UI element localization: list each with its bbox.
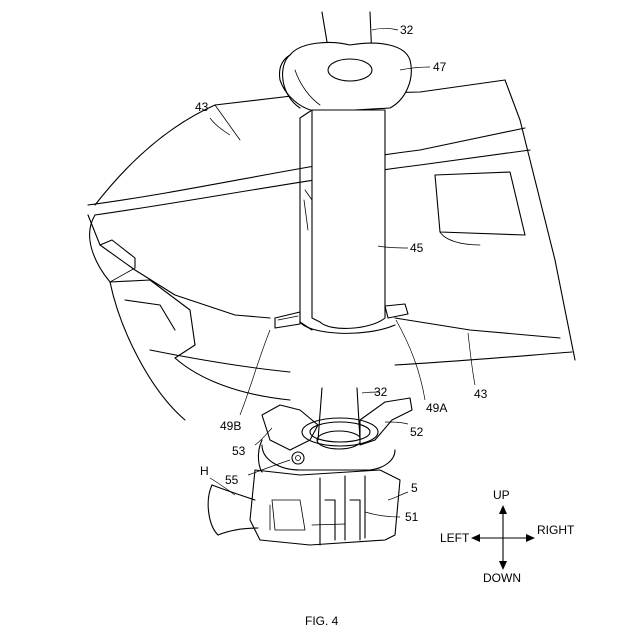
label-49b: 49B — [220, 419, 241, 433]
direction-right: RIGHT — [537, 523, 575, 537]
label-45: 45 — [410, 241, 424, 255]
label-47: 47 — [433, 60, 447, 74]
label-32-top: 32 — [400, 23, 414, 37]
shaft-45 — [300, 110, 395, 333]
direction-labels: UP DOWN LEFT RIGHT — [440, 488, 575, 585]
direction-indicator — [471, 505, 535, 570]
label-55: 55 — [225, 473, 239, 487]
label-43-left: 43 — [195, 100, 209, 114]
label-52: 52 — [410, 425, 424, 439]
label-53: 53 — [232, 444, 246, 458]
direction-up: UP — [493, 488, 510, 502]
label-h: H — [200, 464, 209, 478]
clamp-52-53 — [262, 398, 412, 470]
label-32-mid: 32 — [374, 385, 388, 399]
grommet-47 — [279, 42, 411, 112]
label-49a: 49A — [426, 401, 447, 415]
unit-5 — [250, 440, 400, 545]
label-43-right: 43 — [474, 387, 488, 401]
figure-caption: FIG. 4 — [305, 614, 339, 628]
direction-left: LEFT — [440, 531, 470, 545]
label-5: 5 — [411, 481, 418, 495]
label-51: 51 — [405, 510, 419, 524]
direction-down: DOWN — [483, 571, 521, 585]
